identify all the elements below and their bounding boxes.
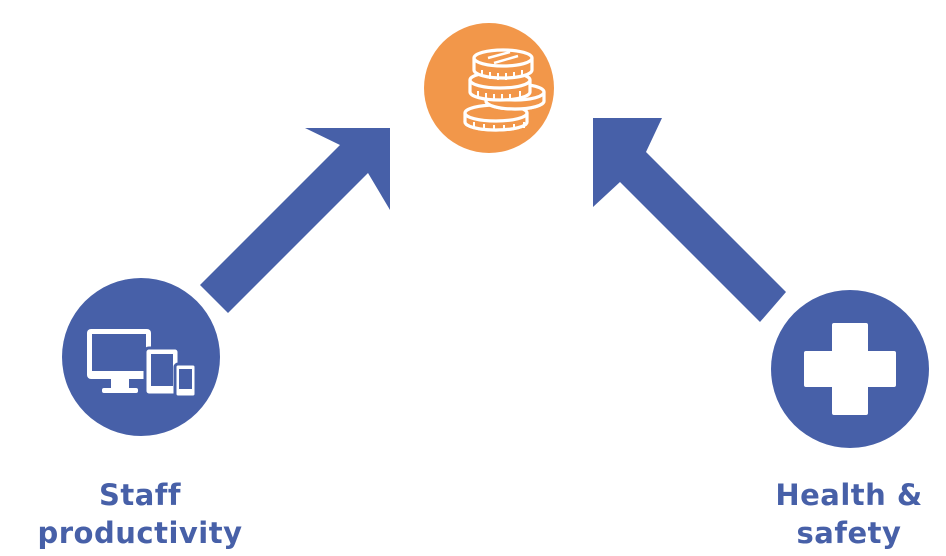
health-safety-label: Health & safety	[752, 476, 946, 552]
medical-cross-icon	[804, 323, 896, 415]
staff-productivity-label: Staff productivity	[0, 476, 280, 552]
devices-icon	[87, 329, 198, 399]
right-node	[771, 290, 929, 448]
arrow-left-to-center	[200, 128, 390, 313]
staff-productivity-line1: Staff	[98, 478, 182, 512]
coins-icon	[463, 48, 546, 132]
center-node	[424, 23, 554, 153]
health-safety-line2: safety	[796, 516, 902, 550]
left-node	[62, 278, 220, 436]
arrow-right-to-center	[593, 118, 786, 322]
staff-productivity-line2: productivity	[37, 516, 243, 550]
health-safety-line1: Health &	[775, 478, 923, 512]
